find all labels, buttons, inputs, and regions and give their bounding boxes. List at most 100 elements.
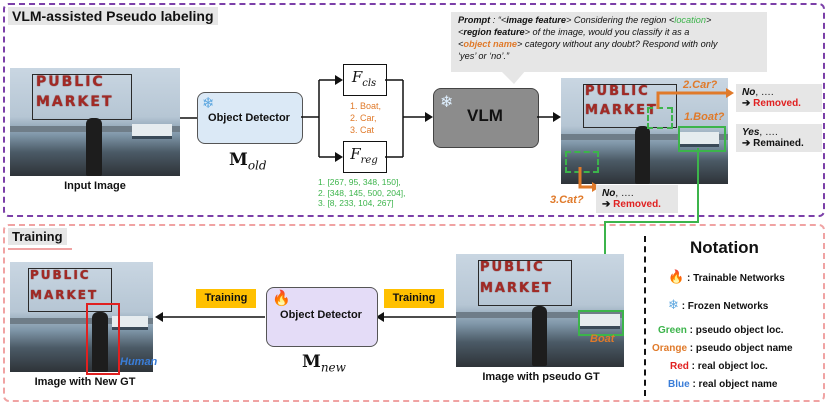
- notation-green: Green : pseudo object loc.: [658, 325, 784, 336]
- arrow-right-icon: ➔: [742, 138, 751, 149]
- model-new-sub: new: [320, 360, 346, 375]
- answer-car: No, …. ➔ Removed.: [736, 84, 822, 112]
- prompt-location: location: [674, 15, 706, 25]
- vlm-result-image: PUBLIC MARKET: [561, 78, 728, 184]
- notation-red: Red : real object loc.: [670, 361, 768, 372]
- notation-orange-desc: : pseudo object name: [687, 343, 793, 354]
- sign-text-2: MARKET: [36, 94, 114, 110]
- pseudo-box-boat: [678, 126, 726, 152]
- f-reg-label: Freg: [343, 145, 385, 166]
- reg-item: 2. [348, 145, 500, 204],: [318, 187, 406, 198]
- prompt-image-feature: image feature: [506, 15, 566, 25]
- prompt-bubble: [451, 12, 767, 72]
- notation-orange: Orange : pseudo object name: [652, 343, 793, 354]
- snowflake-icon: ❄: [668, 298, 679, 313]
- notation-blue: Blue : real object name: [668, 379, 777, 390]
- cls-item: 3. Cat: [350, 125, 375, 135]
- answer-car-word: No: [742, 87, 756, 98]
- arrow-vlm-to-result: [537, 112, 561, 122]
- f-reg-main: F: [350, 145, 361, 163]
- f-reg-sub: reg: [360, 155, 378, 166]
- model-new-symbol: Mnew: [302, 352, 346, 374]
- ferry: [679, 132, 719, 147]
- prompt-part: > of the image, would you classify it as…: [524, 27, 690, 37]
- sign-text-1: PUBLIC: [585, 84, 650, 99]
- sign-text-2: MARKET: [30, 288, 99, 302]
- prompt-part: >: [705, 15, 712, 25]
- notation-orange-key: Orange: [652, 343, 688, 354]
- prompt-part: : “<: [490, 15, 507, 25]
- notation-frozen: ❄ : Frozen Networks: [668, 298, 768, 313]
- f-cls-sub: cls: [362, 78, 377, 89]
- reg-item: 1. [267, 95, 348, 150],: [318, 177, 401, 187]
- question-cat: 3.Cat?: [550, 194, 584, 206]
- sign-frame: [583, 84, 677, 128]
- input-image-caption: Input Image: [64, 180, 126, 192]
- model-old-sub: old: [247, 158, 267, 173]
- boat-label: Boat: [590, 333, 615, 345]
- object-detector-old: [197, 92, 303, 144]
- object-detector-new-label: Object Detector: [280, 309, 362, 321]
- answer-cat-rest: , ….: [615, 188, 634, 199]
- answer-cat: No, …. ➔ Removed.: [596, 185, 678, 213]
- notation-red-key: Red: [670, 361, 689, 372]
- arrow-detector-to-new-gt: [155, 312, 265, 322]
- pseudo-box-car: [647, 107, 673, 129]
- prompt-part: <: [458, 39, 464, 49]
- sign-frame: [32, 74, 132, 120]
- training-title-underline: [8, 248, 72, 250]
- sign-text-2: MARKET: [585, 103, 658, 118]
- f-cls-label: Fcls: [343, 68, 385, 89]
- prompt-part: > category without any doubt? Respond wi…: [516, 39, 718, 49]
- ferry: [112, 316, 148, 330]
- notation-trainable-text: : Trainable Networks: [686, 273, 785, 284]
- new-gt-image: PUBLIC MARKET: [10, 262, 153, 372]
- reg-list: 1. [267, 95, 348, 150], 2. [348, 145, 50…: [318, 177, 405, 209]
- training-title: Training: [8, 228, 67, 245]
- reg-item: 3. [8, 233, 104, 267]: [318, 198, 394, 208]
- pseudo-labeling-title: VLM-assisted Pseudo labeling: [8, 7, 218, 25]
- sign-frame: [478, 260, 572, 306]
- sign-frame: [28, 268, 112, 312]
- prompt-part: > Considering the region <: [566, 15, 675, 25]
- vlm-box: [433, 88, 539, 148]
- answer-boat-word: Yes: [742, 127, 760, 138]
- arrow-right-icon: ➔: [602, 199, 611, 210]
- training-badge-left: Training: [196, 289, 256, 308]
- model-old-symbol: Mold: [229, 150, 267, 172]
- answer-boat: Yes, …. ➔ Remained.: [736, 124, 822, 152]
- person-silhouette: [86, 118, 102, 176]
- cls-item: 1. Boat,: [350, 101, 382, 111]
- arrow-pseudo-to-detector: [376, 312, 456, 322]
- new-gt-caption: Image with New GT: [34, 376, 136, 388]
- real-box-human: [86, 303, 120, 375]
- notation-trainable: 🔥 : Trainable Networks: [668, 270, 785, 285]
- answer-car-result: Removed.: [753, 98, 801, 109]
- answer-boat-result: Remained.: [753, 138, 804, 149]
- training-section: [3, 224, 825, 402]
- object-detector-new: [266, 287, 378, 347]
- fire-icon: 🔥: [272, 289, 291, 307]
- model-new-main: M: [302, 352, 321, 372]
- notation-title: Notation: [690, 238, 759, 257]
- sign-text-2: MARKET: [480, 281, 553, 296]
- person-silhouette: [532, 306, 547, 366]
- person-silhouette: [92, 312, 108, 372]
- answer-car-rest: , ….: [755, 87, 774, 98]
- prompt-lead: Prompt: [458, 15, 491, 25]
- notation-divider: [644, 236, 646, 396]
- question-boat: 1.Boat?: [684, 111, 725, 123]
- prompt-part: ‘yes’ or ‘no’.”: [458, 51, 510, 61]
- human-label: Human: [120, 356, 158, 368]
- sign-text-1: PUBLIC: [480, 260, 545, 275]
- notation-frozen-text: : Frozen Networks: [681, 301, 769, 312]
- notation-green-key: Green: [658, 325, 687, 336]
- pseudo-gt-caption: Image with pseudo GT: [482, 371, 600, 383]
- pseudo-labeling-section: [3, 3, 825, 217]
- cls-item: 2. Car,: [350, 113, 377, 123]
- pseudo-box-cat: [565, 151, 599, 173]
- ferry: [132, 124, 172, 139]
- f-cls-main: F: [351, 68, 363, 86]
- model-old-main: M: [229, 150, 248, 170]
- object-detector-old-label: Object Detector: [208, 112, 290, 124]
